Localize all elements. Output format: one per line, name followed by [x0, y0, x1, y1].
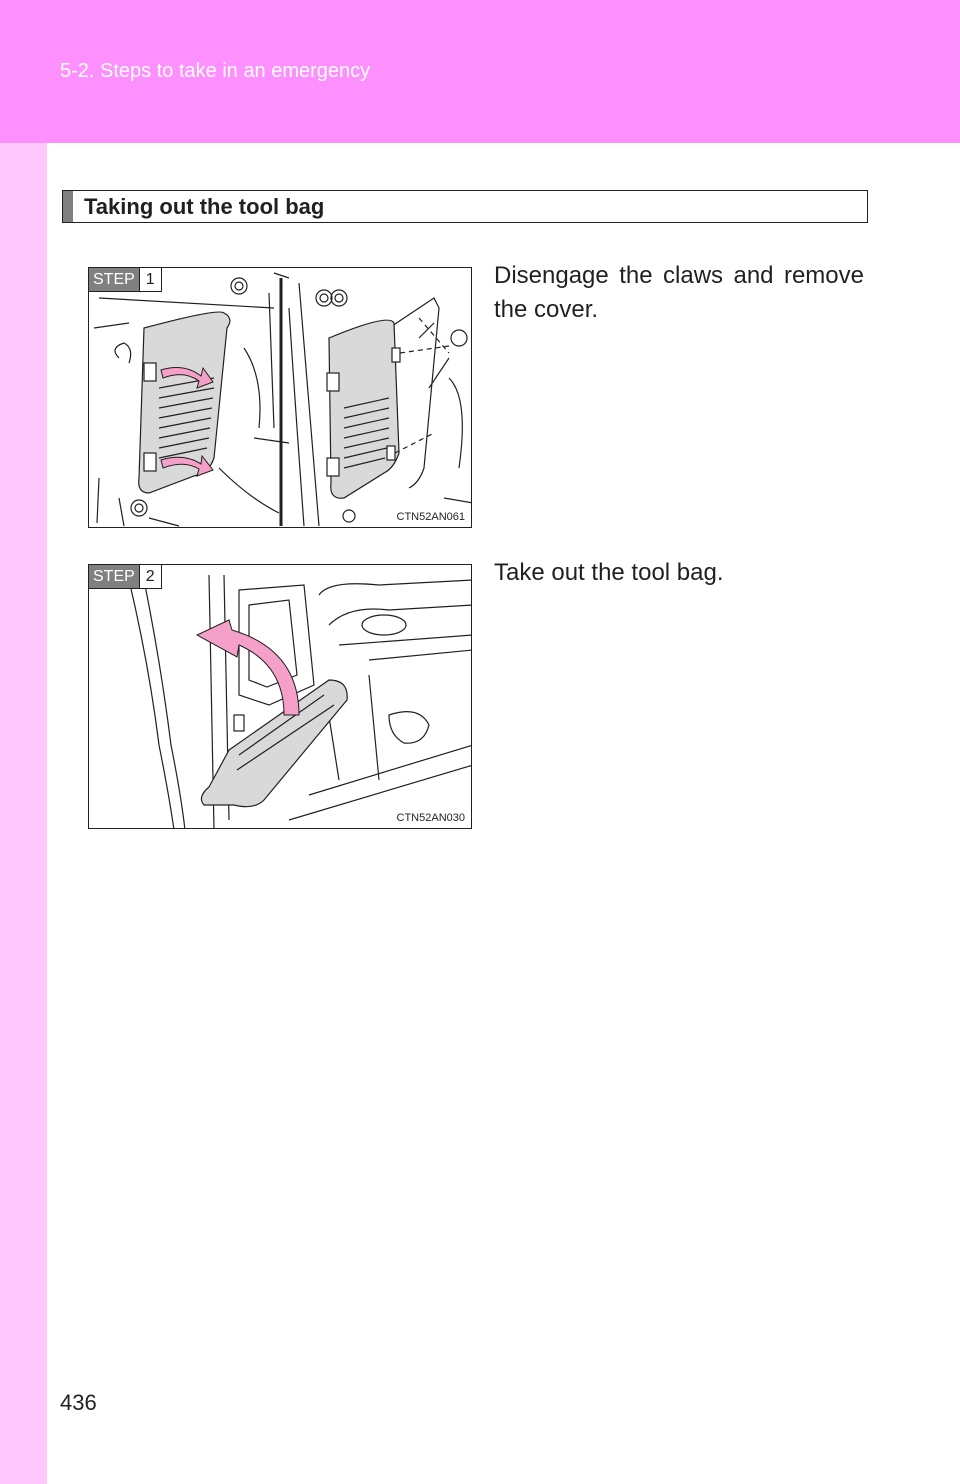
- step1-illustration: STEP 1 CTN52AN061: [88, 267, 472, 528]
- figure-code: CTN52AN030: [396, 812, 465, 824]
- step2-illustration: STEP 2 CTN52AN030: [88, 564, 472, 829]
- page-number: 436: [60, 1390, 97, 1415]
- step2-instruction: Take out the tool bag.: [494, 559, 724, 586]
- figure-code: CTN52AN061: [396, 511, 465, 523]
- tool-bag-removal-drawing: [128, 574, 471, 828]
- cover-removal-drawing: [93, 272, 471, 527]
- step2-badge: STEP 2: [89, 565, 162, 589]
- step1-instruction: Disengage the claws and remove the cover…: [494, 262, 864, 323]
- section-breadcrumb: 5-2. Steps to take in an emergency: [60, 60, 371, 82]
- step1-badge: STEP 1: [89, 268, 162, 292]
- section-heading: Taking out the tool bag: [84, 194, 325, 219]
- step-number: 2: [138, 565, 161, 588]
- step-label: STEP: [89, 268, 139, 291]
- page-header: 5-2. Steps to take in an emergency: [0, 0, 960, 143]
- section-heading-box: Taking out the tool bag: [62, 190, 868, 223]
- step-label: STEP: [89, 565, 139, 588]
- step-number: 1: [138, 268, 161, 291]
- heading-accent-bar: [63, 191, 73, 222]
- side-tab-strip: [0, 0, 47, 1484]
